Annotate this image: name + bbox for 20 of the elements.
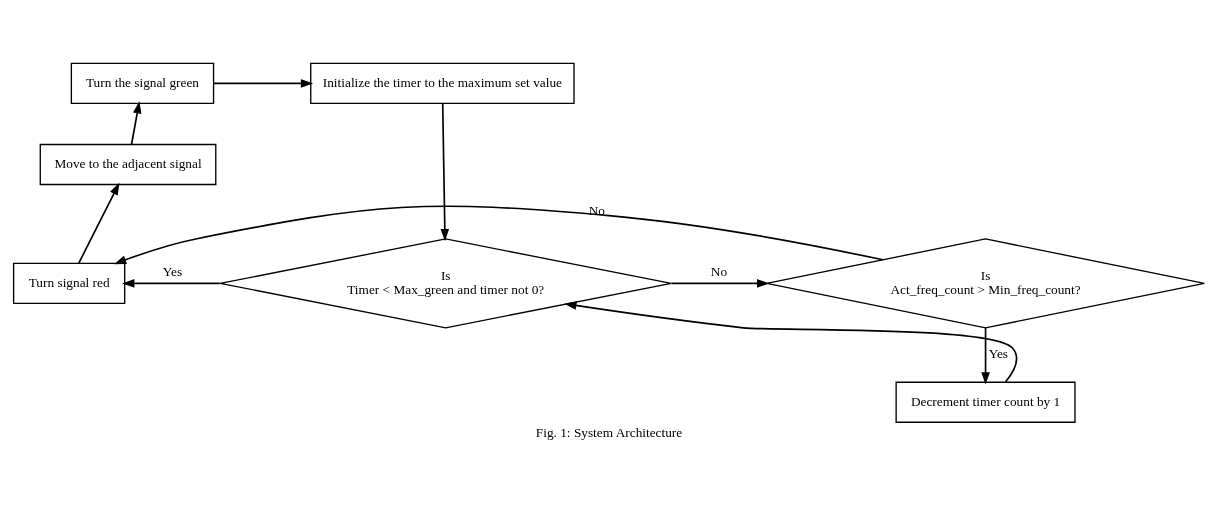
arrow xyxy=(981,326,990,385)
node-box: Turn the signal green xyxy=(70,62,215,104)
arrow xyxy=(122,278,221,288)
arrow xyxy=(77,182,120,264)
arrow xyxy=(440,102,450,241)
node-box: Initialize the timer to the maximum set value xyxy=(310,62,575,104)
edge-label: Yes xyxy=(988,345,1009,361)
arrow xyxy=(114,205,884,264)
arrow xyxy=(670,278,770,288)
node-box: Decrement timer count by 1 xyxy=(895,381,1076,423)
node-box: Move to the adjacent signal xyxy=(39,143,217,185)
edge-label: Yes xyxy=(162,263,183,279)
edge-label: No xyxy=(710,263,728,279)
caption: Fig. 1: System Architecture xyxy=(535,424,683,440)
node-diamond: Is Timer < Max_green and timer not 0? xyxy=(219,237,672,328)
arrow xyxy=(564,300,1018,383)
arrow xyxy=(130,100,142,145)
arrow xyxy=(212,78,314,88)
node-diamond: Is Act_freq_count > Min_freq_count? xyxy=(766,237,1206,328)
node-box: Turn signal red xyxy=(12,262,126,304)
